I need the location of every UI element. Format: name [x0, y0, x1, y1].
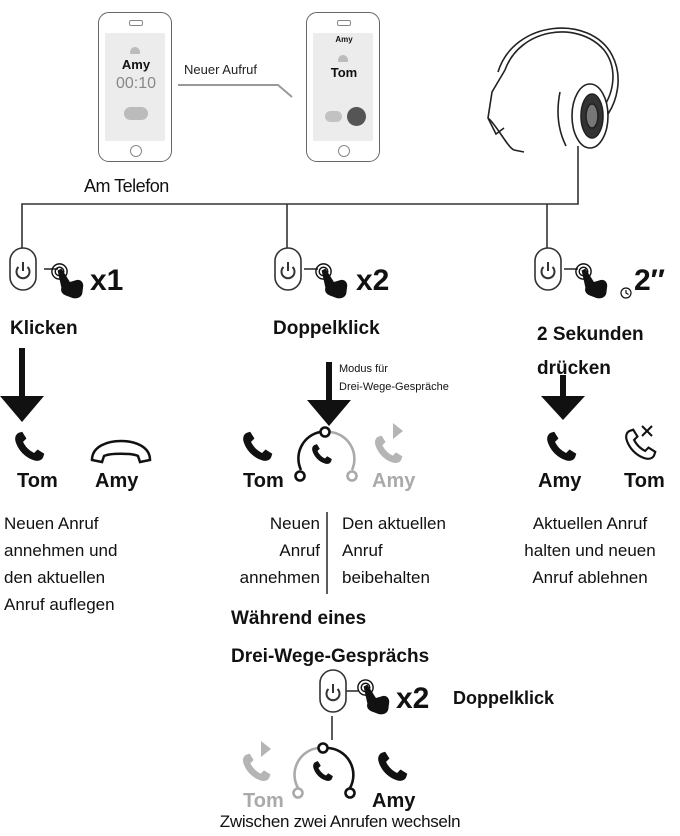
caller-name-ended: Amy: [95, 470, 139, 492]
caller-name-active: Tom: [17, 470, 58, 492]
new-call-label: Neuer Aufruf: [184, 62, 257, 77]
click-count: x2: [396, 682, 430, 715]
bottom-caption: Zwischen zwei Anrufen wechseln: [219, 812, 461, 831]
tap-hand-icon: [357, 679, 390, 716]
decline-button-icon: [325, 111, 342, 122]
caller-name: Amy: [121, 57, 151, 72]
answer-call-icon: [378, 751, 408, 781]
held-caller-name: Amy: [335, 35, 353, 44]
description: Neuen Anruf annehmen und den aktuellen A…: [4, 514, 118, 614]
call-timer: 00:10: [115, 75, 157, 92]
answer-button-icon: [347, 107, 366, 126]
phone-current-call: Amy 00:10: [98, 12, 172, 162]
held-call-icon: [242, 741, 271, 782]
hold-duration: 2″: [634, 264, 666, 297]
held-call-icon: [374, 423, 403, 464]
phone-home-button: [130, 145, 142, 157]
mode-note: Modus für Drei-Wege-Gespräche: [339, 363, 449, 393]
on-phone-caption: Am Telefon: [84, 176, 169, 196]
action-label: 2 Sekunden drücken: [537, 324, 644, 379]
three-way-icon: [294, 426, 358, 482]
caller-name-rejected: Tom: [624, 470, 665, 492]
caller-avatar: [338, 55, 348, 62]
power-button-icon: [274, 247, 302, 291]
phone-home-button: [338, 145, 350, 157]
caller-avatar: [130, 47, 140, 54]
tap-hand-icon: [575, 263, 608, 300]
click-count: x2: [356, 264, 390, 297]
hangup-button-icon: [124, 107, 148, 120]
description-right: Den aktuellen Anruf beibehalten: [342, 514, 446, 587]
caller-name-held: Tom: [243, 790, 284, 812]
action-label: Doppelklick: [273, 318, 380, 339]
phone-speaker: [337, 20, 351, 26]
action-label: Doppelklick: [453, 688, 555, 708]
answer-call-icon: [547, 431, 577, 461]
down-arrows: [0, 348, 585, 426]
phone-incoming-call: Amy Tom: [306, 12, 380, 162]
clock-icon: [620, 287, 632, 299]
action-label: Klicken: [10, 318, 78, 339]
phone-speaker: [129, 20, 143, 26]
click-count: x1: [90, 264, 124, 297]
section-title: Während eines Drei-Wege-Gesprächs: [231, 608, 430, 667]
answer-call-icon: [243, 431, 273, 461]
three-way-icon: [292, 742, 356, 799]
connector-lines: [21, 146, 579, 740]
active-call-icon: [312, 444, 332, 464]
description: Aktuellen Anruf halten und neuen Anruf a…: [524, 514, 656, 587]
caller-name-active: Amy: [372, 790, 416, 812]
active-call-icon: [313, 761, 333, 781]
hangup-icon: [90, 439, 152, 464]
power-button-icon: [534, 247, 562, 291]
caller-name: Tom: [330, 65, 358, 80]
caller-name-active: Tom: [243, 470, 284, 492]
description-left: Neuen Anruf annehmen: [239, 514, 320, 587]
answer-call-icon: [15, 431, 45, 461]
power-button-icon: [319, 669, 347, 713]
power-button-icon: [9, 247, 37, 291]
caller-name-held: Amy: [372, 470, 416, 492]
reject-call-icon: [625, 425, 657, 460]
tap-hand-icon: [51, 263, 84, 300]
headset-icon: [487, 27, 619, 153]
caller-name-active: Amy: [538, 470, 582, 492]
tap-hand-icon: [315, 263, 348, 300]
new-call-arrow: [178, 84, 293, 98]
